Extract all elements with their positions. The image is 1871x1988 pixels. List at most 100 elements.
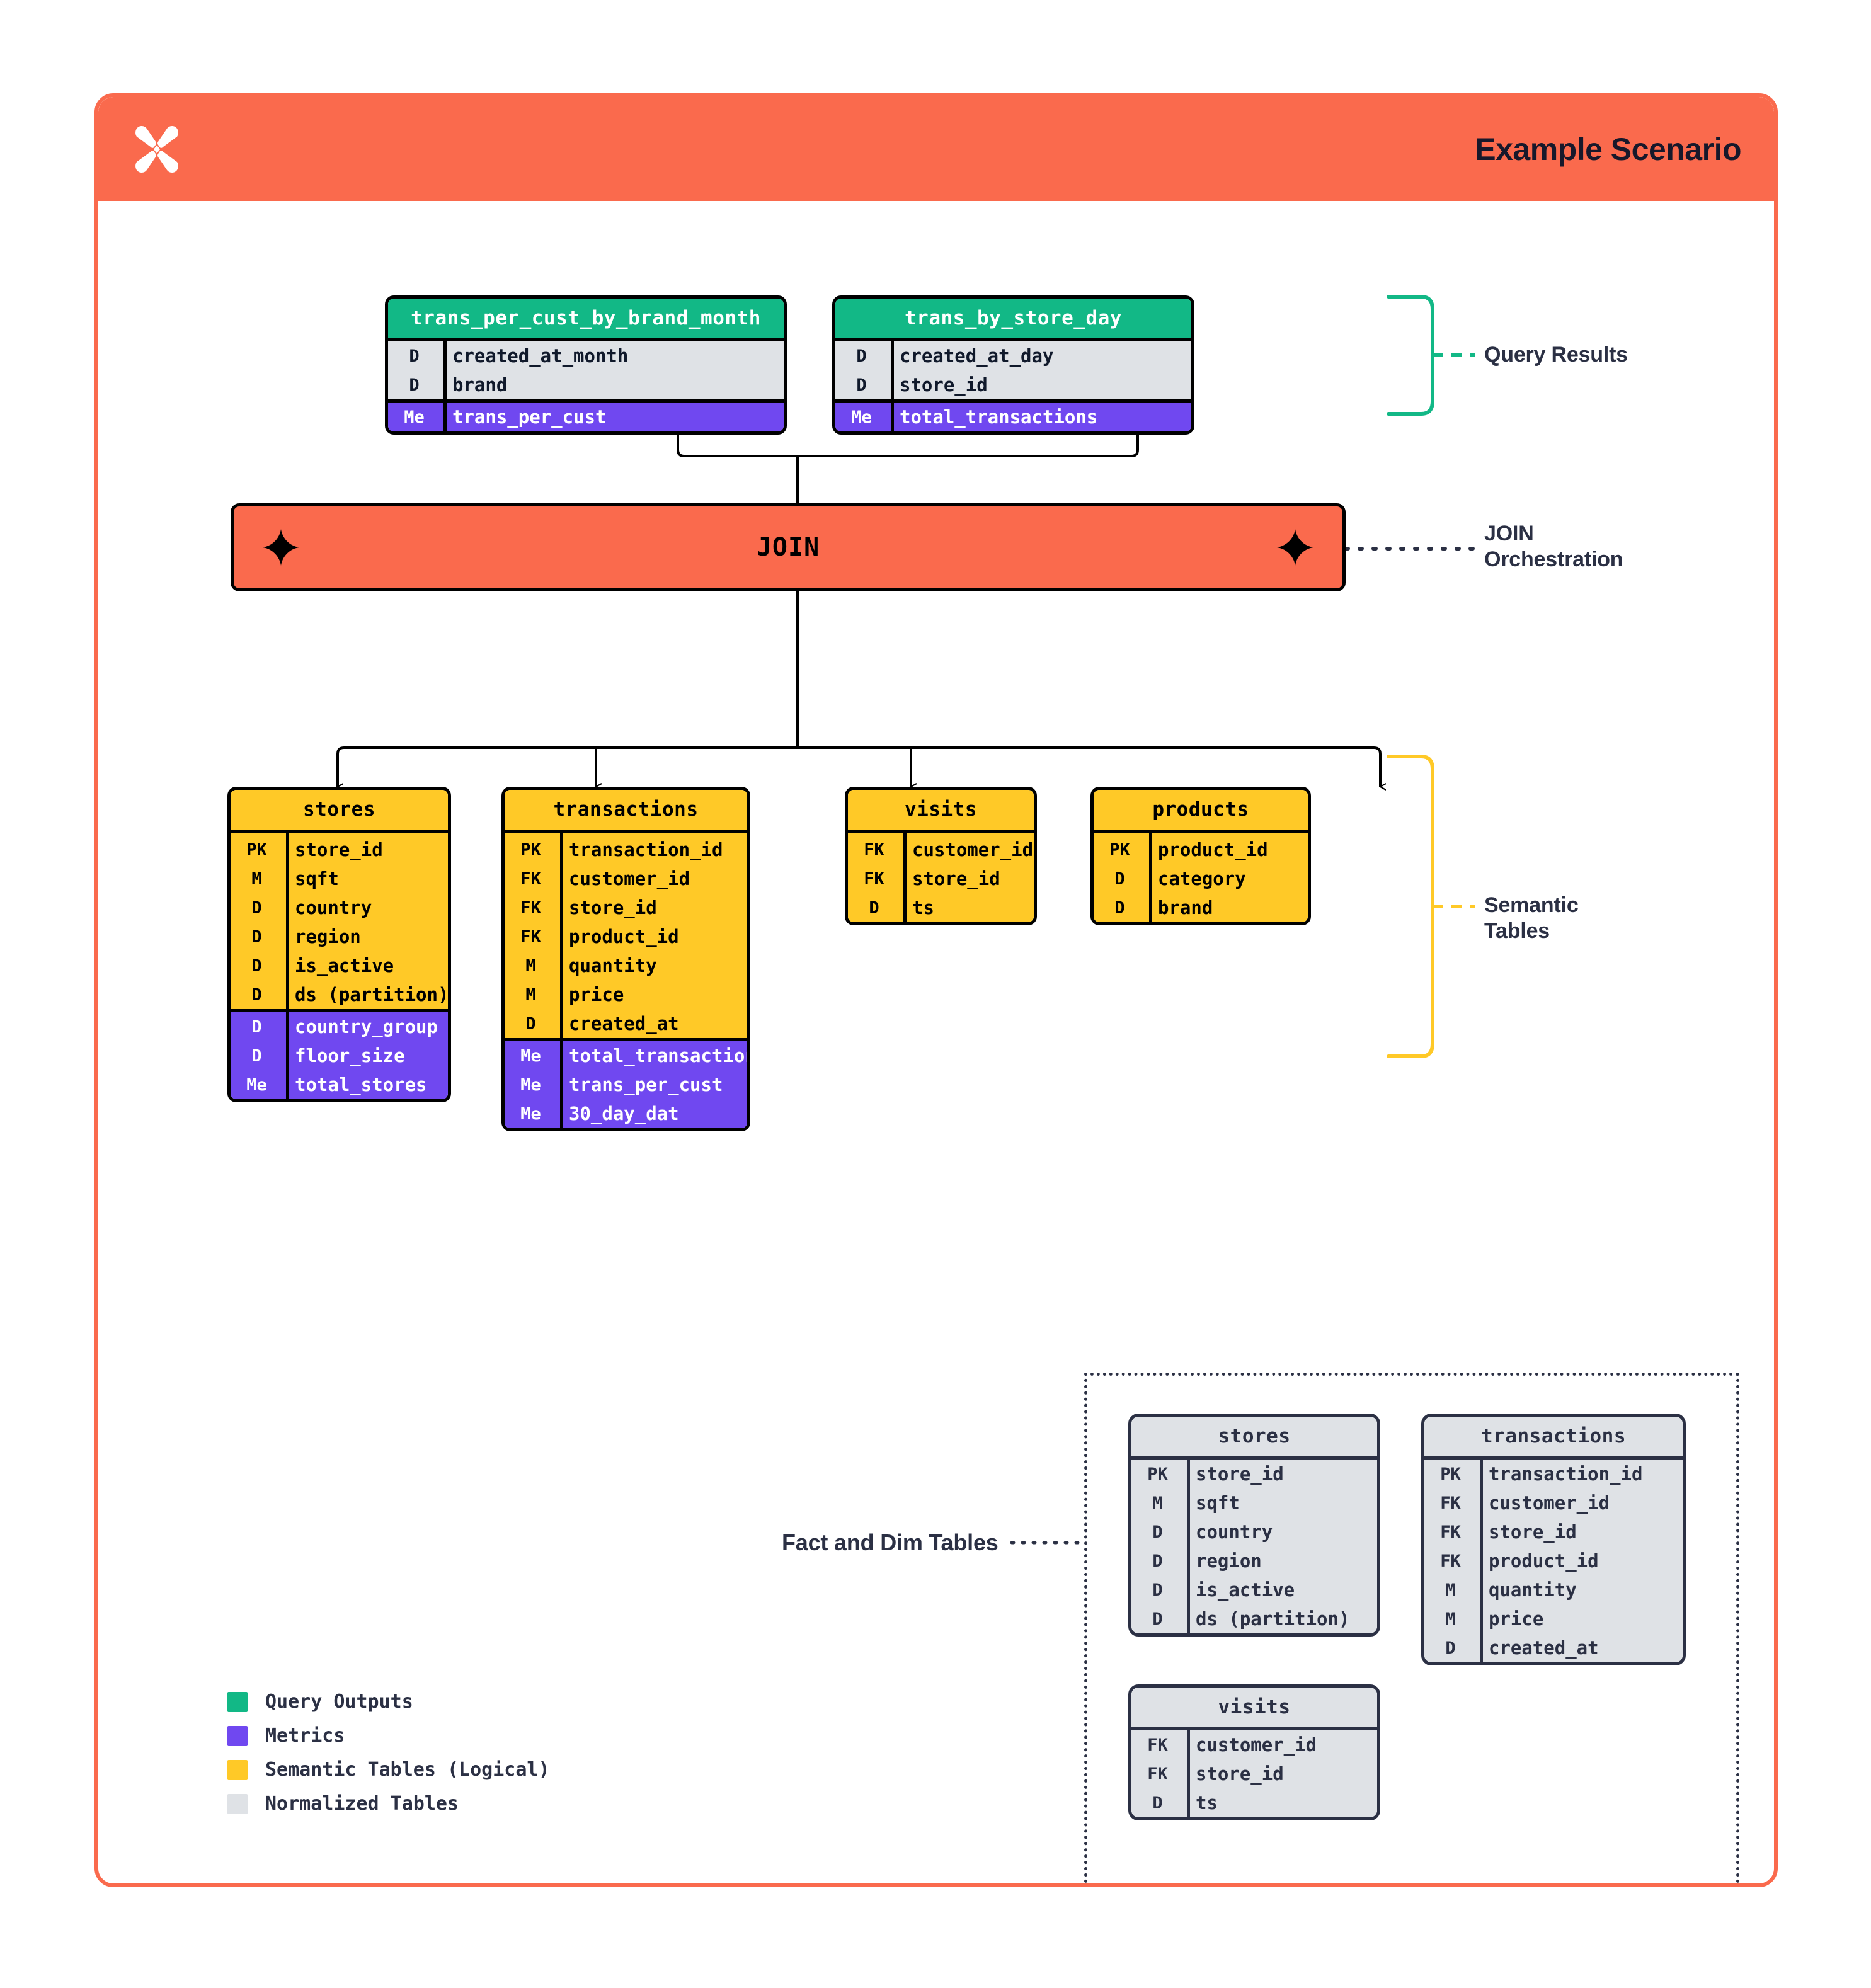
query-output-table-trans-per-cust-by-brand-month[interactable]: trans_per_cust_by_brand_month D created_… bbox=[385, 295, 787, 435]
annotation-fact-and-dim-tables: Fact and Dim Tables bbox=[782, 1529, 998, 1555]
row-field: floor_size bbox=[295, 1045, 405, 1066]
query-output-table-trans-by-store-day[interactable]: trans_by_store_day D created_at_day D st… bbox=[832, 295, 1194, 435]
row-field: trans_per_cust bbox=[452, 406, 607, 428]
row-field: price bbox=[569, 984, 624, 1005]
row-key: D bbox=[409, 375, 420, 395]
row-field: created_at bbox=[569, 1013, 679, 1034]
row-key: FK bbox=[1440, 1522, 1461, 1542]
row-field: ts bbox=[912, 897, 934, 918]
row-key: D bbox=[251, 1046, 262, 1066]
table-title: products bbox=[1094, 790, 1308, 830]
row-key: M bbox=[1152, 1493, 1163, 1513]
row-key: D bbox=[251, 927, 262, 947]
row-field: created_at_month bbox=[452, 345, 629, 367]
row-field: store_id bbox=[1196, 1463, 1284, 1485]
metric-group: Me trans_per_cust bbox=[388, 399, 784, 431]
row-key: D bbox=[1114, 869, 1125, 889]
legend-item: Normalized Tables bbox=[227, 1793, 550, 1815]
annotation-join-orchestration: JOIN Orchestration bbox=[1484, 521, 1623, 573]
row-field: store_id bbox=[569, 897, 657, 918]
annotation-line-1: Semantic bbox=[1484, 893, 1579, 917]
row-key: D bbox=[251, 985, 262, 1005]
legend-item: Query Outputs bbox=[227, 1691, 550, 1713]
row-field: customer_id bbox=[1489, 1492, 1610, 1514]
row-field: brand bbox=[452, 374, 508, 396]
annotation-semantic-tables: Semantic Tables bbox=[1484, 893, 1579, 945]
dimension-group: D created_at_day D store_id bbox=[835, 341, 1191, 399]
row-key: FK bbox=[520, 898, 541, 918]
row-field: sqft bbox=[1196, 1492, 1240, 1514]
join-orchestration-bar[interactable]: JOIN bbox=[231, 503, 1346, 591]
row-field: product_id bbox=[1489, 1550, 1599, 1572]
scenario-card: Example Scenario bbox=[94, 93, 1778, 1887]
card-header: Example Scenario bbox=[98, 97, 1774, 201]
row-field: category bbox=[1158, 868, 1246, 889]
row-field: 30_day_dat bbox=[569, 1103, 679, 1124]
row-key: M bbox=[1445, 1609, 1456, 1629]
annotation-line-2: Tables bbox=[1484, 919, 1550, 944]
legend-label: Query Outputs bbox=[265, 1691, 413, 1713]
row-key: D bbox=[1445, 1638, 1456, 1658]
row-field: customer_id bbox=[1196, 1734, 1317, 1756]
table-row: FK product_id bbox=[1424, 1546, 1683, 1575]
legend: Query Outputs Metrics Semantic Tables (L… bbox=[227, 1691, 550, 1827]
row-key: FK bbox=[1440, 1551, 1461, 1571]
row-key: FK bbox=[864, 869, 884, 889]
row-field: created_at bbox=[1489, 1637, 1599, 1659]
row-key: M bbox=[1445, 1580, 1456, 1600]
annotation-line-2: Orchestration bbox=[1484, 547, 1623, 572]
table-title: stores bbox=[1131, 1417, 1377, 1456]
row-field: customer_id bbox=[569, 868, 690, 889]
row-key: PK bbox=[1440, 1464, 1461, 1484]
legend-swatch-semantic-tables bbox=[227, 1759, 248, 1780]
row-key: Me bbox=[404, 407, 425, 427]
table-title: trans_per_cust_by_brand_month bbox=[388, 299, 784, 338]
row-key: Me bbox=[851, 407, 872, 427]
row-key: Me bbox=[520, 1046, 541, 1066]
table-title: stores bbox=[231, 790, 448, 830]
row-field: ts bbox=[1196, 1792, 1218, 1814]
row-field: region bbox=[295, 926, 361, 947]
row-key: PK bbox=[1109, 840, 1130, 860]
table-row: D brand bbox=[388, 370, 784, 399]
legend-label: Metrics bbox=[265, 1725, 345, 1747]
row-field: store_id bbox=[295, 839, 383, 860]
row-key: PK bbox=[246, 840, 267, 860]
row-field: store_id bbox=[912, 868, 1000, 889]
row-field: region bbox=[1196, 1550, 1262, 1572]
table-title: trans_by_store_day bbox=[835, 299, 1191, 338]
